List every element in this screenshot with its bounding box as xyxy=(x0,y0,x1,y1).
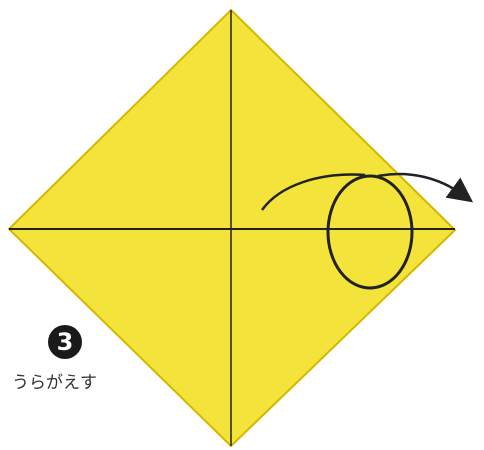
step-caption: うらがえす xyxy=(12,368,97,393)
step-number-badge: 3 xyxy=(48,325,82,359)
